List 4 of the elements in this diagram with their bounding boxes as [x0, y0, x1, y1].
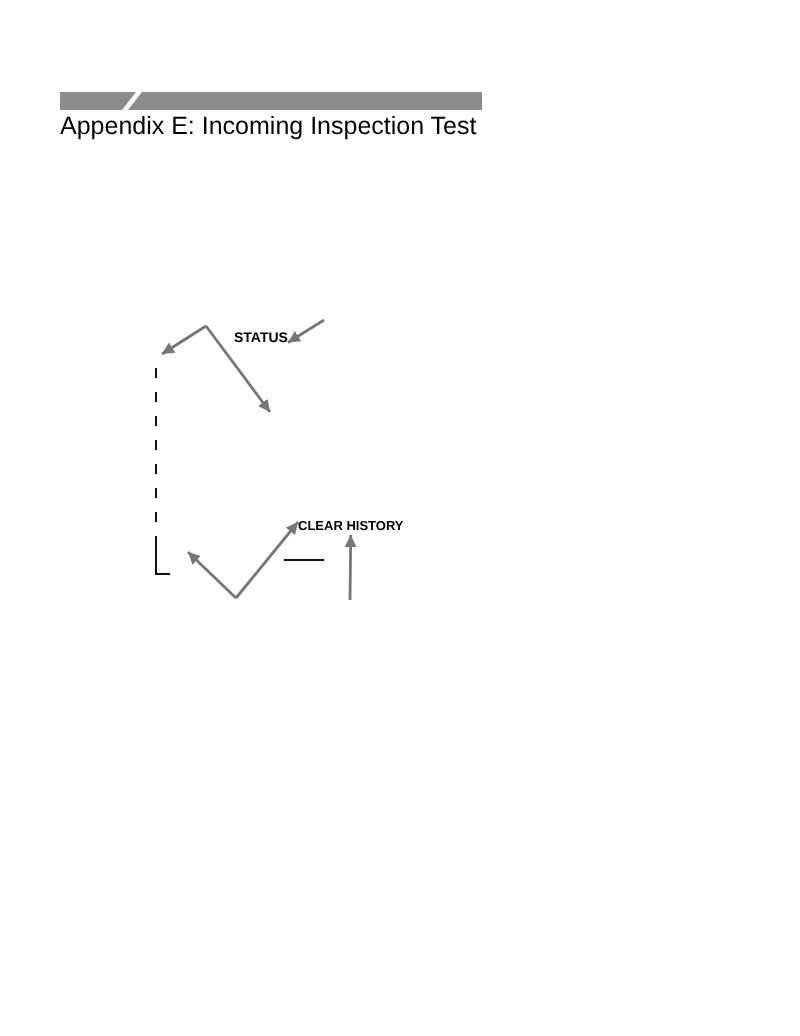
arrow — [344, 535, 357, 600]
arrow — [287, 318, 325, 344]
arrow — [234, 521, 300, 599]
page-title: Appendix E: Incoming Inspection Test — [60, 114, 477, 139]
